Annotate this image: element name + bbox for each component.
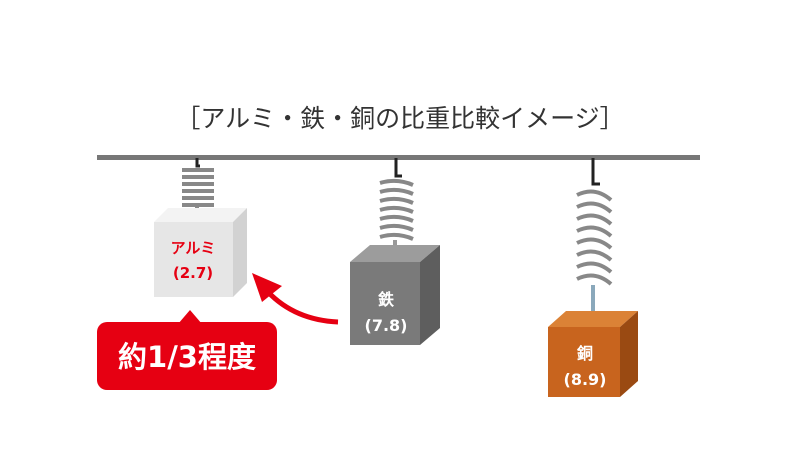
iron-value: (7.8) [365,316,408,335]
copper-spring [576,189,613,286]
copper-hook [591,158,600,186]
comparison-arrow-icon [252,273,339,325]
copper-value: (8.9) [564,370,607,389]
aluminum-value: (2.7) [173,264,213,282]
diagram-title: ［アルミ・鉄・銅の比重比較イメージ］ [175,104,624,133]
iron-label: 鉄 [378,290,394,309]
aluminum-label: アルミ [171,239,216,257]
ratio-callout: 約1/3程度 [97,310,277,390]
aluminum-spring [182,168,214,207]
iron-spring [379,178,414,241]
iron-hook [394,158,402,178]
aluminum-weight: アルミ (2.7) [154,158,247,297]
hanging-bar [97,155,700,160]
ratio-callout-text: 約1/3程度 [118,340,256,374]
copper-weight: 銅 (8.9) [548,158,638,397]
aluminum-hook [195,158,200,168]
iron-weight: 鉄 (7.8) [350,158,440,345]
copper-label: 銅 [577,344,593,363]
